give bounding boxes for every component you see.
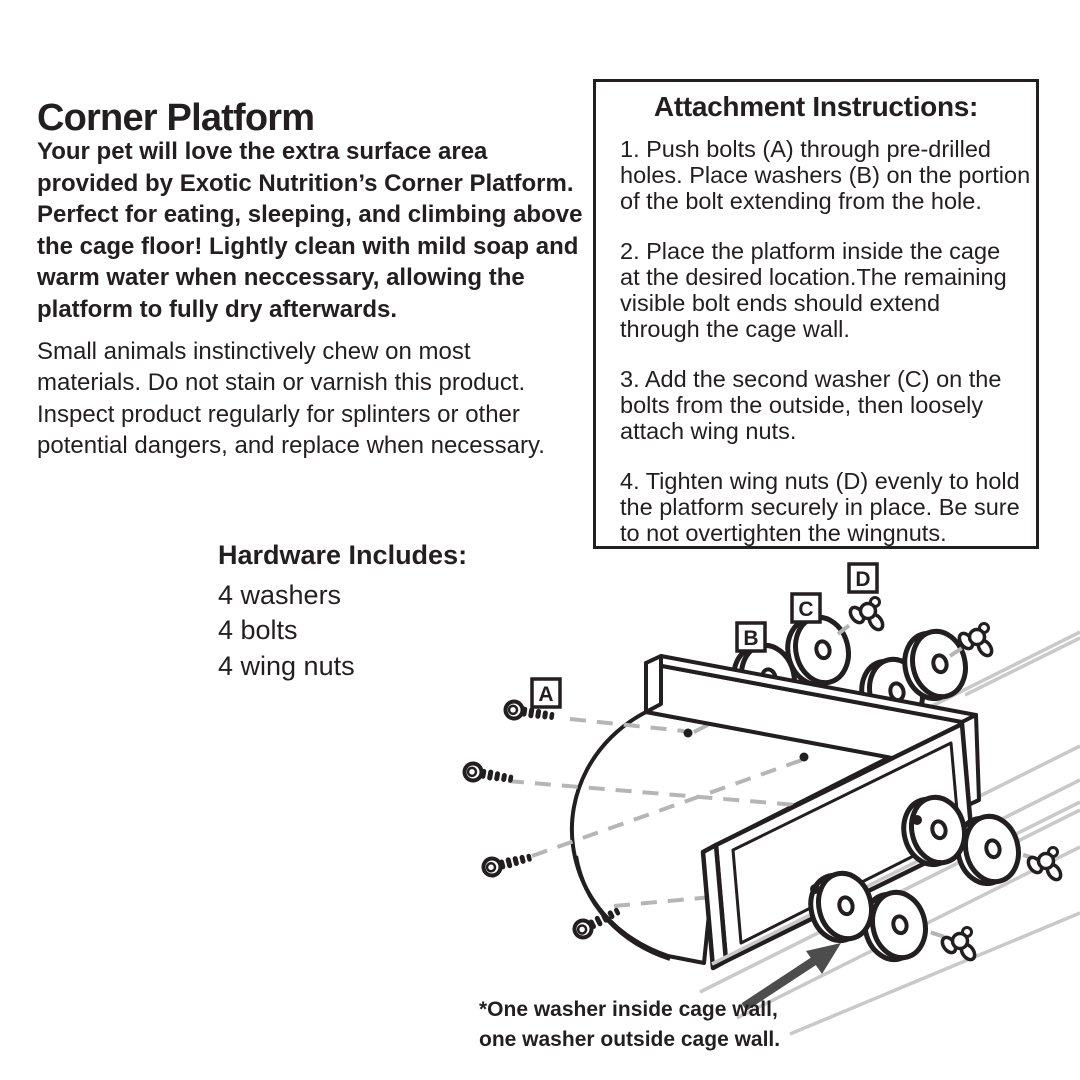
intro-paragraph: Your pet will love the extra surface are… [37,136,582,326]
hardware-heading: Hardware Includes: [218,540,468,570]
step-line: 1. Push bolts (A) through pre-drilled [620,136,991,162]
hardware-item: 4 wing nuts [218,650,355,681]
label-d: D [855,568,870,591]
step-line: the platform securely in place. Be sure [620,494,1020,520]
care-line: Inspect product regularly for splinters … [37,400,520,428]
care-paragraph: Small animals instinctively chew on most… [37,336,545,462]
footnote-line: *One washer inside cage wall, [479,998,778,1021]
step-line: 2. Place the platform inside the cage [620,238,1001,264]
label-b: B [743,627,758,650]
instruction-step-4: 4. Tighten wing nuts (D) evenly to hold … [620,468,1028,546]
instructions-heading: Attachment Instructions: [653,91,979,122]
instruction-step-1: 1. Push bolts (A) through pre-drilled ho… [620,136,1031,214]
instructions-steps: 1. Push bolts (A) through pre-drilled ho… [620,136,1031,546]
step-line: 3. Add the second washer (C) on the [620,366,1002,392]
step-line: bolts from the outside, then loosely [620,392,984,418]
label-a: A [538,683,553,706]
footnote-line: one washer outside cage wall. [479,1028,781,1051]
direction-arrow [741,943,841,1011]
care-line: potential dangers, and replace when nece… [37,432,545,460]
diagram-footnote: *One washer inside cage wall, one washer… [479,995,780,1055]
label-c: C [798,598,813,621]
hardware-list: 4 washers 4 bolts 4 wing nuts [218,578,355,684]
step-line: to not overtighten the wingnuts. [620,520,947,546]
step-line: visible bolt ends should extend [620,290,941,316]
hardware-item: 4 washers [218,580,342,610]
care-line: materials. Do not stain or varnish this … [37,369,526,397]
care-line: Small animals instinctively chew on most [37,338,471,365]
instruction-step-2: 2. Place the platform inside the cage at… [620,238,1028,342]
intro-line: platform to fully dry afterwards. [37,295,398,323]
intro-line: provided by Exotic Nutrition’s Corner Pl… [37,169,574,197]
intro-line: Your pet will love the extra surface are… [37,138,488,165]
step-line: holes. Place washers (B) on the portion [620,162,1031,188]
bolt-holes [683,728,922,894]
part-labels: A B C D [530,562,879,709]
hardware-item: 4 bolts [218,615,298,646]
step-line: through the cage wall. [620,316,850,342]
step-line: attach wing nuts. [620,418,797,444]
intro-line: Perfect for eating, sleeping, and climbi… [37,201,583,229]
step-line: 4. Tighten wing nuts (D) evenly to hold [620,468,1020,494]
intro-line: the cage floor! Lightly clean with mild … [37,232,579,260]
page-title: Corner Platform [37,97,315,140]
intro-line: warm water when neccessary, allowing the [37,264,525,292]
attachment-instructions-box: Attachment Instructions: 1. Push bolts (… [593,79,1039,549]
instruction-step-3: 3. Add the second washer (C) on the bolt… [620,366,1028,444]
step-line: of the bolt extending from the hole. [620,188,982,214]
step-line: at the desired location.The remaining [620,264,1007,290]
